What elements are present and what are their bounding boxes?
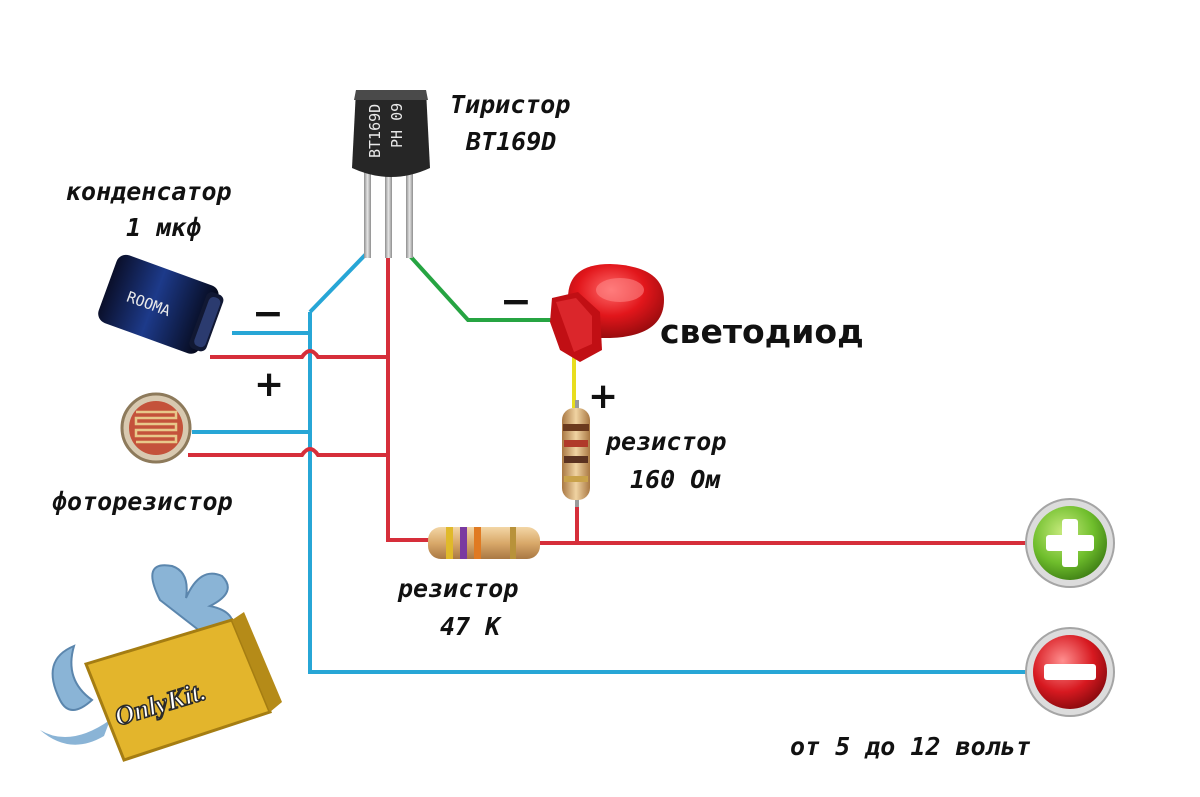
capacitor: ROOMA: [98, 254, 224, 354]
resistor160-label-2: 160 Ом: [630, 465, 721, 494]
thyristor-label-1: Тиристор: [450, 90, 570, 119]
thyristor-label-2: BT169D: [465, 127, 556, 156]
resistor-160: [562, 400, 590, 507]
wires: [188, 252, 1030, 674]
thyristor-marking-2: PH 09: [388, 103, 406, 148]
minus-terminal: [1025, 627, 1115, 717]
thyristor-marking-1: BT169D: [366, 104, 384, 158]
capacitor-label-2: 1 мкф: [126, 213, 201, 242]
onlykit-logo: OnlyKit.: [40, 564, 282, 762]
photoresistor: [120, 392, 192, 464]
led: [550, 264, 664, 362]
resistor160-label-1: резистор: [605, 427, 726, 456]
wire-red-capacitor-plus: [210, 349, 388, 359]
labels: Тиристор BT169D конденсатор 1 мкф светод…: [52, 90, 1031, 761]
resistor47-label-1: резистор: [397, 574, 518, 603]
thyristor: BT169D PH 09: [352, 90, 430, 258]
capacitor-label-1: конденсатор: [66, 177, 232, 206]
resistor-47k: [428, 527, 540, 559]
plus-terminal: [1025, 498, 1115, 588]
capacitor-minus-sign: −: [252, 291, 284, 335]
wire-red-thyristor-gate: [386, 256, 432, 542]
wire-blue-thyristor-cathode: [308, 252, 368, 314]
wire-red-photoresistor: [188, 447, 388, 457]
capacitor-plus-sign: +: [254, 364, 284, 405]
led-plus-sign: +: [588, 376, 618, 417]
resistor47-label-2: 47 К: [440, 612, 502, 641]
photoresistor-label: фоторезистор: [52, 487, 233, 516]
led-minus-sign: −: [500, 279, 532, 323]
wire-green-thyristor-anode: [408, 254, 556, 322]
led-label: светодиод: [660, 312, 864, 351]
voltage-label: от 5 до 12 вольт: [790, 732, 1031, 761]
